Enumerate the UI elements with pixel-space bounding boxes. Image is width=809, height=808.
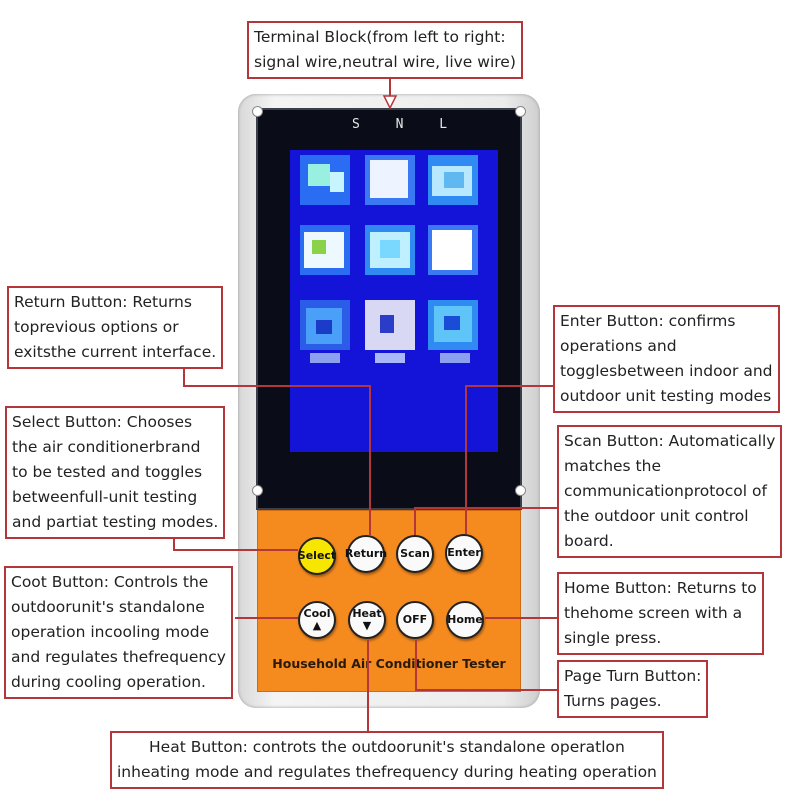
callout-line: toprevious options or (14, 318, 179, 336)
callout-line: and regulates thefrequency (11, 648, 226, 666)
callout-line: Turns pages. (564, 692, 662, 710)
callout-line: signal wire,neutral wire, live wire) (254, 53, 516, 71)
callout-line: outdoorunit's standalone (11, 598, 205, 616)
return-button-callout: Return Button: Returns toprevious option… (7, 286, 224, 369)
home-button-callout: Home Button: Returns to thehome screen w… (557, 572, 764, 655)
callout-line: inheating mode and regulates thefrequenc… (117, 763, 657, 781)
cool-button[interactable]: Cool ▲ (298, 601, 336, 639)
page-turn-button-callout: Page Turn Button: Turns pages. (557, 660, 709, 718)
callout-line: operations and (560, 337, 677, 355)
callout-line: betweenfull-unit testing (12, 488, 198, 506)
callout-line: operation incooling mode (11, 623, 210, 641)
home-button[interactable]: Home (446, 601, 484, 639)
callout-line: the air conditionerbrand (12, 438, 201, 456)
callout-line: board. (564, 532, 614, 550)
callout-line: to be tested and toggles (12, 463, 203, 481)
callout-line: and partiat testing modes. (12, 513, 219, 531)
callout-line: Heat Button: controts the outdoorunit's … (149, 738, 625, 756)
screw-icon (515, 106, 526, 117)
callout-line: Home Button: Returns to (564, 579, 757, 597)
lcd-screen (290, 150, 498, 452)
callout-line: exitsthe current interface. (14, 343, 217, 361)
enter-button-callout: Enter Button: confirms operations and to… (553, 305, 780, 413)
select-button[interactable]: Select (298, 537, 336, 575)
cool-button-label: Cool (303, 607, 331, 620)
callout-line: outdoor unit testing modes (560, 387, 772, 405)
callout-line: Enter Button: confirms (560, 312, 736, 330)
callout-line: Terminal Block(from left to right: (254, 28, 506, 46)
up-triangle-icon: ▲ (312, 619, 322, 632)
enter-button[interactable]: Enter (445, 534, 483, 572)
callout-line: togglesbetween indoor and (560, 362, 773, 380)
off-button[interactable]: OFF (396, 601, 434, 639)
return-button[interactable]: Return (345, 535, 387, 573)
callout-line: the outdoor unit control (564, 507, 749, 525)
terminal-labels: S N L (352, 117, 462, 132)
heat-button-label: Heat (352, 607, 382, 620)
screw-icon (252, 106, 263, 117)
pixelated-menu-grid (300, 155, 478, 363)
callout-line: thehome screen with a (564, 604, 743, 622)
scan-button[interactable]: Scan (396, 535, 434, 573)
screw-icon (515, 485, 526, 496)
heat-button[interactable]: Heat ▼ (348, 601, 386, 639)
callout-line: matches the (564, 457, 661, 475)
callout-line: Select Button: Chooses (12, 413, 193, 431)
panel-title: Household Air Conditioner Tester (272, 656, 506, 671)
select-button-callout: Select Button: Chooses the air condition… (5, 406, 226, 539)
callout-line: during cooling operation. (11, 673, 206, 691)
callout-line: Page Turn Button: (564, 667, 702, 685)
heat-button-callout: Heat Button: controts the outdoorunit's … (110, 731, 664, 789)
callout-line: Scan Button: Automatically (564, 432, 776, 450)
cool-button-callout: Coot Button: Controls the outdoorunit's … (4, 566, 233, 699)
scan-button-callout: Scan Button: Automatically matches the c… (557, 425, 783, 558)
callout-line: communicationprotocol of (564, 482, 767, 500)
down-triangle-icon: ▼ (362, 619, 372, 632)
screw-icon (252, 485, 263, 496)
callout-line: Return Button: Returns (14, 293, 192, 311)
terminal-block-callout: Terminal Block(from left to right: signa… (247, 21, 523, 79)
callout-line: single press. (564, 629, 662, 647)
callout-line: Coot Button: Controls the (11, 573, 209, 591)
